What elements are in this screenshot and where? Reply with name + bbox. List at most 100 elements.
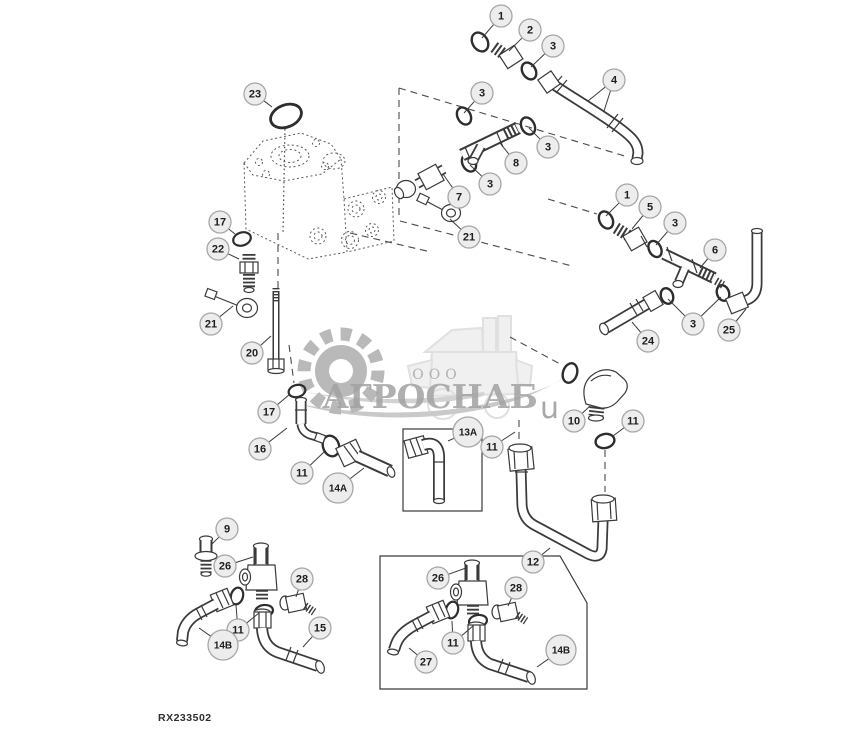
- callout-10[interactable]: 10: [562, 405, 591, 433]
- callout-balloon[interactable]: [545, 634, 577, 666]
- callout-balloon[interactable]: [199, 312, 223, 336]
- callout-17[interactable]: 17: [208, 210, 236, 235]
- callout-balloon[interactable]: [206, 237, 230, 261]
- callout-3[interactable]: 3: [469, 164, 502, 196]
- callout-14B[interactable]: 14B: [198, 627, 239, 661]
- callout-21[interactable]: 21: [199, 305, 234, 336]
- callout-label: 14A: [329, 484, 347, 495]
- callout-balloon[interactable]: [414, 650, 438, 674]
- callout-balloon[interactable]: [322, 472, 354, 504]
- callout-balloon[interactable]: [452, 416, 484, 448]
- callout-balloon[interactable]: [207, 629, 239, 661]
- callout-8[interactable]: 8: [499, 142, 528, 175]
- callout-balloon[interactable]: [447, 185, 471, 209]
- callout-25[interactable]: 25: [717, 308, 747, 342]
- callout-balloon[interactable]: [615, 183, 639, 207]
- callout-3[interactable]: 3: [655, 211, 687, 246]
- callout-3[interactable]: 3: [530, 34, 565, 68]
- callout-17[interactable]: 17: [257, 393, 291, 424]
- callout-12[interactable]: 12: [521, 547, 551, 574]
- callout-26[interactable]: 26: [213, 554, 254, 578]
- part-hose-14A: [335, 438, 396, 478]
- callout-balloon[interactable]: [257, 400, 281, 424]
- leader-line: [612, 427, 625, 437]
- callout-28[interactable]: 28: [290, 567, 314, 598]
- callout-5[interactable]: 5: [631, 195, 662, 230]
- callout-3[interactable]: 3: [463, 81, 494, 114]
- callout-27[interactable]: 27: [408, 647, 438, 674]
- callout-balloon[interactable]: [457, 225, 481, 249]
- callout-balloon[interactable]: [215, 517, 239, 541]
- callout-11[interactable]: 11: [441, 620, 474, 655]
- callout-6[interactable]: 6: [699, 238, 727, 269]
- callout-balloon[interactable]: [426, 566, 450, 590]
- callout-balloon[interactable]: [717, 318, 741, 342]
- callout-label: 17: [263, 407, 275, 419]
- callout-balloon[interactable]: [478, 172, 502, 196]
- callout-3[interactable]: 3: [667, 296, 722, 336]
- callout-22[interactable]: 22: [206, 237, 240, 261]
- part-tube-25: [724, 227, 764, 315]
- part-hose-14B: [467, 621, 536, 685]
- callout-balloon[interactable]: [536, 135, 560, 159]
- callout-2[interactable]: 2: [508, 18, 542, 52]
- callout-balloon[interactable]: [602, 68, 626, 92]
- callout-11[interactable]: 11: [290, 451, 325, 485]
- callout-balloon[interactable]: [441, 631, 465, 655]
- callout-label: 5: [647, 202, 653, 214]
- callout-balloon[interactable]: [621, 409, 645, 433]
- callout-13A[interactable]: 13A: [447, 416, 484, 448]
- part-tee-fitting-6: [661, 246, 725, 289]
- callout-label: 3: [479, 88, 485, 100]
- callout-label: 26: [432, 573, 444, 585]
- callout-balloon[interactable]: [663, 211, 687, 235]
- part-o-ring-17: [232, 231, 252, 247]
- callout-28[interactable]: 28: [504, 576, 528, 607]
- leader-line: [530, 53, 546, 68]
- callout-balloon[interactable]: [541, 34, 565, 58]
- callout-11[interactable]: 11: [480, 431, 516, 459]
- callout-balloon[interactable]: [240, 341, 264, 365]
- callout-balloon[interactable]: [480, 435, 504, 459]
- callout-3[interactable]: 3: [528, 127, 560, 159]
- callout-1[interactable]: 1: [481, 4, 513, 39]
- callout-14B[interactable]: 14B: [536, 634, 577, 668]
- leader-line: [268, 427, 288, 443]
- callout-balloon[interactable]: [504, 576, 528, 600]
- callout-balloon[interactable]: [638, 195, 662, 219]
- callout-20[interactable]: 20: [240, 335, 272, 365]
- callout-balloon[interactable]: [562, 409, 586, 433]
- callout-11[interactable]: 11: [612, 409, 645, 437]
- callout-4[interactable]: 4: [587, 68, 626, 112]
- callout-1[interactable]: 1: [605, 183, 639, 217]
- callout-24[interactable]: 24: [631, 321, 660, 353]
- callout-balloon[interactable]: [308, 616, 332, 640]
- callout-balloon[interactable]: [504, 151, 528, 175]
- callout-balloon[interactable]: [489, 4, 513, 28]
- callout-balloon[interactable]: [213, 554, 237, 578]
- callout-balloon[interactable]: [703, 238, 727, 262]
- callout-balloon[interactable]: [636, 329, 660, 353]
- leader-line: [210, 536, 220, 546]
- callout-balloon[interactable]: [248, 437, 272, 461]
- callout-label: 10: [568, 416, 580, 428]
- callout-16[interactable]: 16: [248, 427, 288, 461]
- callout-21[interactable]: 21: [449, 218, 481, 249]
- callout-balloon[interactable]: [290, 567, 314, 591]
- callout-26[interactable]: 26: [426, 566, 467, 590]
- callout-14A[interactable]: 14A: [322, 467, 365, 504]
- callout-balloon[interactable]: [518, 18, 542, 42]
- callout-balloon[interactable]: [290, 461, 314, 485]
- callout-23[interactable]: 23: [243, 82, 273, 108]
- callout-7[interactable]: 7: [442, 173, 471, 209]
- callout-balloon[interactable]: [243, 82, 267, 106]
- callout-balloon[interactable]: [521, 550, 545, 574]
- callout-balloon[interactable]: [470, 81, 494, 105]
- callout-label: 14B: [552, 646, 570, 657]
- callout-9[interactable]: 9: [210, 517, 239, 546]
- callout-15[interactable]: 15: [302, 616, 332, 648]
- callout-balloon[interactable]: [208, 210, 232, 234]
- callout-label: 14B: [214, 641, 232, 652]
- callout-balloon[interactable]: [681, 312, 705, 336]
